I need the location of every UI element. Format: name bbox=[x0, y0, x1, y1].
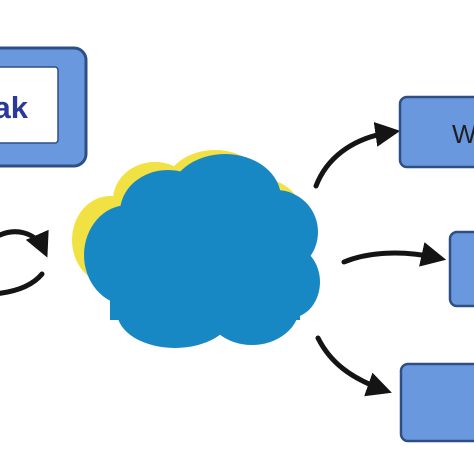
output-arrow-bottom bbox=[315, 335, 392, 397]
target-box-bottom bbox=[399, 362, 474, 443]
source-box: eak bbox=[0, 46, 88, 168]
output-arrow-middle bbox=[341, 242, 447, 267]
output-arrow-top bbox=[313, 121, 401, 189]
target-box-top-label: W bbox=[452, 119, 474, 149]
target-box-middle-frame bbox=[448, 230, 474, 308]
source-box-panel bbox=[0, 66, 59, 144]
source-box-label: eak bbox=[0, 90, 29, 125]
cloud-icon bbox=[84, 154, 320, 348]
input-arrow bbox=[0, 229, 49, 296]
target-box-top-frame bbox=[398, 95, 474, 169]
target-box-top: W bbox=[398, 95, 474, 169]
target-box-middle bbox=[448, 230, 474, 308]
target-box-bottom-frame bbox=[399, 362, 474, 443]
